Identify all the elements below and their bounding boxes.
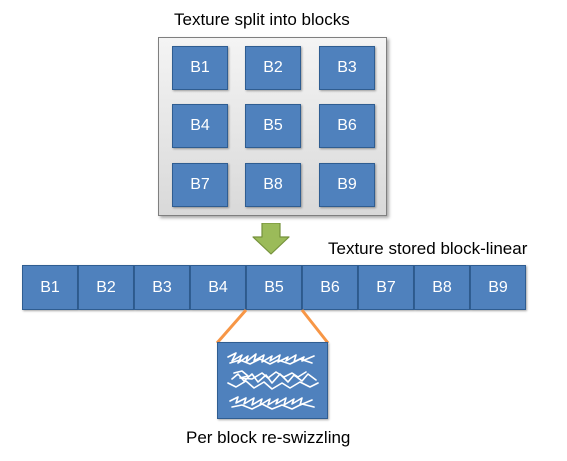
grid-block: B1 bbox=[172, 46, 228, 90]
grid-block: B7 bbox=[172, 163, 228, 207]
grid-block: B5 bbox=[245, 104, 301, 148]
strip-block: B6 bbox=[302, 265, 358, 310]
grid-block: B8 bbox=[245, 163, 301, 207]
strip-block: B8 bbox=[414, 265, 470, 310]
grid-block: B6 bbox=[319, 104, 375, 148]
strip-block: B3 bbox=[134, 265, 190, 310]
linear-strip: B1 B2 B3 B4 B5 B6 B7 B8 B9 bbox=[22, 265, 526, 310]
connector-right-line bbox=[300, 309, 330, 344]
grid-block: B3 bbox=[319, 46, 375, 90]
grid-block: B9 bbox=[319, 163, 375, 207]
strip-block: B9 bbox=[470, 265, 526, 310]
linear-title: Texture stored block-linear bbox=[328, 239, 528, 258]
swizzle-caption: Per block re-swizzling bbox=[186, 428, 351, 447]
texture-panel: B1 B2 B3 B4 B5 B6 B7 B8 B9 bbox=[158, 37, 387, 216]
down-arrow-icon bbox=[252, 223, 290, 255]
grid-block: B4 bbox=[172, 104, 228, 148]
strip-block: B1 bbox=[22, 265, 78, 310]
strip-block: B4 bbox=[190, 265, 246, 310]
grid-title: Texture split into blocks bbox=[174, 10, 350, 29]
swizzle-block bbox=[217, 342, 328, 419]
strip-block: B2 bbox=[78, 265, 134, 310]
connector-left-line bbox=[215, 309, 248, 344]
strip-block-highlighted: B5 bbox=[246, 265, 302, 310]
strip-block: B7 bbox=[358, 265, 414, 310]
grid-block: B2 bbox=[245, 46, 301, 90]
swizzle-pattern-icon bbox=[227, 352, 319, 410]
